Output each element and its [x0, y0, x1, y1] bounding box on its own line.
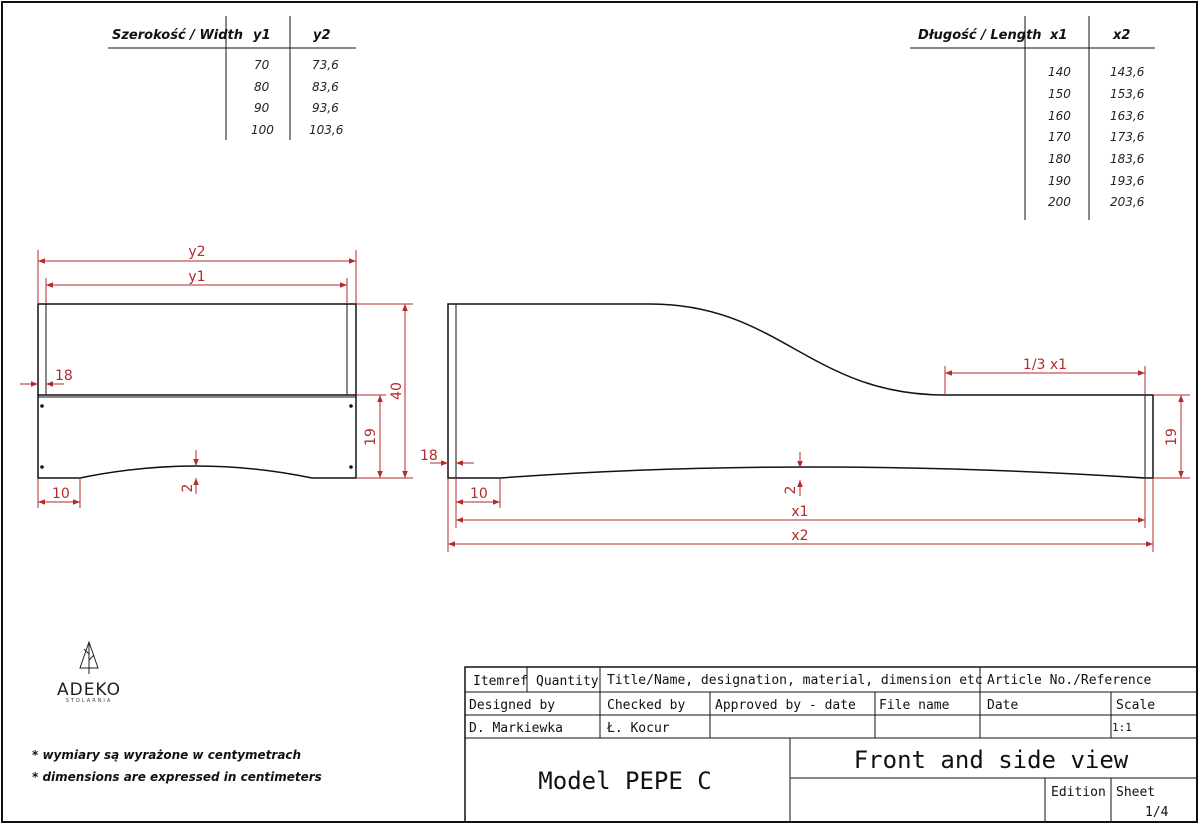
side-dim-arc-label: 2: [783, 486, 799, 495]
tb-article-label: Article No./Reference: [987, 673, 1152, 688]
side-view-outline: [447, 303, 1154, 479]
tb-itemref: Itemref: [473, 674, 528, 689]
width-row-3-y1: 100: [251, 123, 274, 137]
width-row-3-y2: 103,6: [309, 123, 344, 137]
adeko-logo: ADEKO STOLARNIA: [57, 640, 121, 704]
side-dim-third: 1/3 x1: [944, 357, 1146, 395]
front-dim-y2: y2: [37, 244, 357, 304]
width-table: Szerokość / Width y1 y2 70 73,6 80 83,6 …: [108, 16, 356, 140]
tb-designed-value: D. Markiewka: [469, 721, 563, 736]
front-dim-height: 40: [356, 303, 413, 479]
side-dim-rail-label: 19: [1164, 428, 1180, 446]
logo-sub: STOLARNIA: [66, 698, 113, 704]
width-table-header-label: Szerokość / Width: [112, 28, 243, 43]
front-dim-side-label: 18: [55, 368, 73, 384]
front-view: y2 y1 18 40 19: [20, 244, 413, 508]
length-table-header-label: Długość / Length: [918, 28, 1042, 43]
length-row-4-x2: 183,6: [1110, 152, 1145, 166]
width-row-0-y1: 70: [254, 58, 270, 72]
side-dim-foot-label: 10: [470, 486, 488, 502]
title-block: [464, 666, 1198, 823]
tb-edition-label: Edition: [1051, 785, 1106, 800]
side-view: 1/3 x1 18 19 10 2: [420, 303, 1190, 552]
front-dim-foot-label: 10: [52, 486, 70, 502]
length-row-1-x2: 153,6: [1110, 87, 1145, 101]
length-row-4-x1: 180: [1048, 152, 1071, 166]
front-dim-height-label: 40: [389, 382, 405, 400]
tb-quantity: Quantity: [536, 674, 599, 689]
width-table-header-y2: y2: [313, 28, 331, 43]
length-row-2-x1: 160: [1048, 109, 1071, 123]
front-dim-y1: y1: [45, 269, 348, 304]
width-table-header-y1: y1: [253, 28, 271, 43]
front-dim-y2-label: y2: [188, 244, 205, 260]
length-row-5-x2: 193,6: [1110, 174, 1145, 188]
width-row-1-y1: 80: [254, 80, 270, 94]
front-dim-arc-label: 2: [180, 484, 196, 493]
length-row-0-x1: 140: [1048, 65, 1071, 79]
length-table-header-x2: x2: [1112, 28, 1130, 43]
side-dim-foot: 10: [456, 478, 501, 508]
tb-date-label: Date: [987, 698, 1018, 713]
tb-title-label: Title/Name, designation, material, dimen…: [607, 673, 983, 688]
front-dim-side: 18: [20, 368, 73, 387]
width-row-0-y2: 73,6: [312, 58, 339, 72]
width-row-2-y2: 93,6: [312, 101, 339, 115]
side-dim-side: 18: [420, 448, 474, 466]
length-row-3-x2: 173,6: [1110, 130, 1145, 144]
tb-scale-value: 1:1: [1112, 721, 1132, 734]
front-dim-rail: 19: [356, 394, 386, 478]
side-dim-x2-label: x2: [791, 528, 808, 544]
length-row-5-x1: 190: [1048, 174, 1071, 188]
tb-model: Model PEPE C: [538, 767, 711, 795]
front-view-outline: [37, 303, 357, 479]
tb-designed-label: Designed by: [469, 698, 555, 713]
side-dim-x2: x2: [447, 478, 1154, 552]
front-dim-arc: 2: [180, 450, 199, 494]
length-row-1-x1: 150: [1048, 87, 1071, 101]
front-dim-y1-label: y1: [188, 269, 205, 285]
length-row-6-x2: 203,6: [1110, 195, 1145, 209]
side-dim-x1: x1: [455, 478, 1146, 528]
front-dim-rail-label: 19: [363, 428, 379, 446]
tb-checked-label: Checked by: [607, 698, 685, 713]
tb-scale-label: Scale: [1116, 698, 1155, 713]
width-row-2-y1: 90: [254, 101, 270, 115]
length-row-6-x1: 200: [1048, 195, 1071, 209]
tb-view-title: Front and side view: [854, 746, 1129, 774]
tb-sheet-value: 1/4: [1145, 805, 1169, 820]
tb-approved-label: Approved by - date: [715, 698, 856, 713]
side-dim-rail: 19: [1153, 394, 1190, 479]
tree-icon: [79, 640, 99, 674]
length-row-0-x2: 143,6: [1110, 65, 1145, 79]
front-dim-foot: 10: [37, 478, 81, 508]
note-polish: * wymiary są wyrażone w centymetrach: [32, 748, 301, 762]
tb-checked-value: Ł. Kocur: [606, 721, 670, 736]
length-row-2-x2: 163,6: [1110, 109, 1145, 123]
tb-sheet-label: Sheet: [1116, 785, 1155, 800]
side-dim-side-label: 18: [420, 448, 438, 464]
length-row-3-x1: 170: [1048, 130, 1071, 144]
length-table-header-x1: x1: [1049, 28, 1067, 43]
length-table: Długość / Length x1 x2 140 143,6 150 153…: [910, 16, 1155, 220]
side-dim-arc: 2: [783, 452, 803, 496]
note-english: * dimensions are expressed in centimeter…: [32, 770, 322, 784]
side-dim-x1-label: x1: [791, 504, 808, 520]
side-dim-third-label: 1/3 x1: [1023, 357, 1067, 373]
width-row-1-y2: 83,6: [312, 80, 339, 94]
logo-name: ADEKO: [57, 680, 121, 700]
tb-filename-label: File name: [879, 698, 950, 713]
